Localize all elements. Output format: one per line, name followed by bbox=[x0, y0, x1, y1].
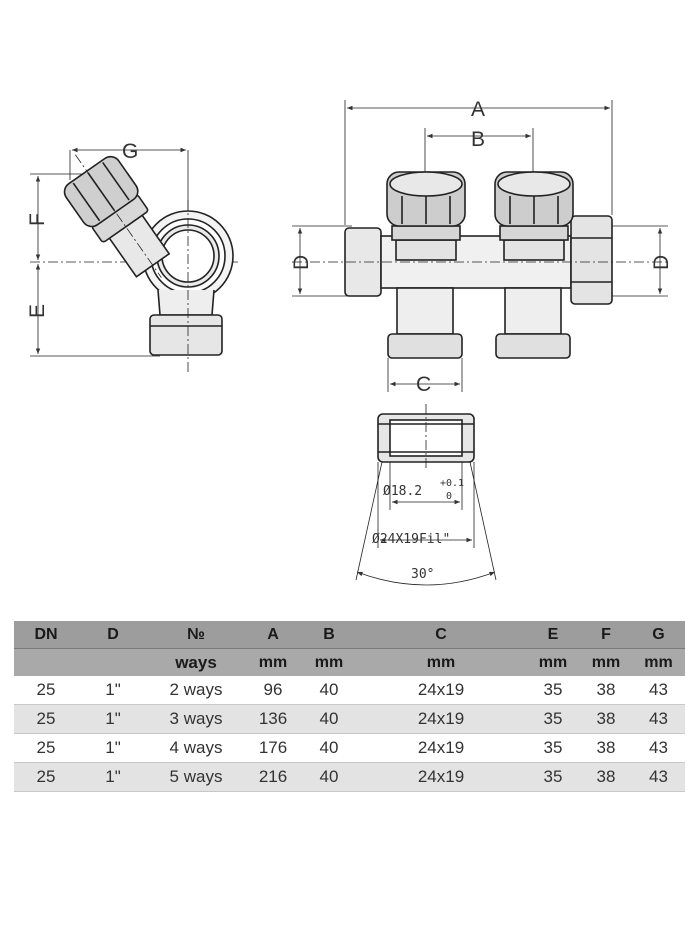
cell-g: 43 bbox=[632, 762, 685, 792]
cell-a: 176 bbox=[244, 733, 302, 763]
cell-ways: 4 ways bbox=[148, 733, 244, 763]
cell-g: 43 bbox=[632, 704, 685, 734]
angle-dimension: 30° bbox=[411, 567, 434, 582]
header-e: E bbox=[526, 621, 580, 649]
dim-label-e: E bbox=[26, 304, 49, 318]
table-header-row: DN D № A B C E F G bbox=[14, 621, 685, 649]
cell-dn: 25 bbox=[14, 762, 78, 792]
cell-g: 43 bbox=[632, 676, 685, 705]
cell-c: 24x19 bbox=[356, 676, 526, 705]
header-c: C bbox=[356, 621, 526, 649]
header-b: B bbox=[302, 621, 356, 649]
dim-label-b: B bbox=[471, 128, 485, 151]
bore-dimension: Ø18.2 bbox=[383, 484, 422, 499]
header-a: A bbox=[244, 621, 302, 649]
dim-label-a: A bbox=[471, 98, 485, 121]
header-dn: DN bbox=[14, 621, 78, 649]
cell-c: 24x19 bbox=[356, 704, 526, 734]
cell-f: 38 bbox=[580, 676, 632, 705]
cell-a: 216 bbox=[244, 762, 302, 792]
table-unit-row: ways mm mm mm mm mm mm bbox=[14, 648, 685, 676]
dim-label-d-left: D bbox=[290, 255, 313, 270]
cell-f: 38 bbox=[580, 733, 632, 763]
header-g: G bbox=[632, 621, 685, 649]
cell-dn: 25 bbox=[14, 676, 78, 705]
cell-e: 35 bbox=[526, 733, 580, 763]
cell-e: 35 bbox=[526, 676, 580, 705]
cell-dn: 25 bbox=[14, 704, 78, 734]
cell-dn: 25 bbox=[14, 733, 78, 763]
cell-b: 40 bbox=[302, 704, 356, 734]
table-row: 25 1" 3 ways 136 40 24x19 35 38 43 bbox=[14, 704, 685, 734]
unit-e: mm bbox=[526, 648, 580, 676]
spec-table: DN D № A B C E F G ways mm mm mm mm mm m… bbox=[14, 621, 685, 792]
unit-dn bbox=[14, 648, 78, 676]
cell-b: 40 bbox=[302, 676, 356, 705]
header-number: № bbox=[148, 621, 244, 649]
unit-a: mm bbox=[244, 648, 302, 676]
front-view bbox=[292, 100, 668, 392]
cell-ways: 3 ways bbox=[148, 704, 244, 734]
dim-label-d-right: D bbox=[650, 255, 673, 270]
table-row: 25 1" 5 ways 216 40 24x19 35 38 43 bbox=[14, 762, 685, 792]
table-row: 25 1" 4 ways 176 40 24x19 35 38 43 bbox=[14, 733, 685, 763]
cell-d: 1" bbox=[78, 762, 148, 792]
cell-b: 40 bbox=[302, 733, 356, 763]
cell-d: 1" bbox=[78, 733, 148, 763]
cell-c: 24x19 bbox=[356, 762, 526, 792]
cell-c: 24x19 bbox=[356, 733, 526, 763]
header-f: F bbox=[580, 621, 632, 649]
fitting-section bbox=[355, 404, 497, 586]
thread-dimension: Ø24X19Fil" bbox=[372, 532, 450, 547]
cell-f: 38 bbox=[580, 704, 632, 734]
table-row: 25 1" 2 ways 96 40 24x19 35 38 43 bbox=[14, 676, 685, 705]
header-d: D bbox=[78, 621, 148, 649]
dim-label-c: C bbox=[416, 373, 431, 396]
cell-e: 35 bbox=[526, 704, 580, 734]
cell-d: 1" bbox=[78, 676, 148, 705]
cell-b: 40 bbox=[302, 762, 356, 792]
bore-tolerance-lower: 0 bbox=[446, 491, 452, 502]
unit-ways: ways bbox=[148, 648, 244, 676]
unit-f: mm bbox=[580, 648, 632, 676]
unit-b: mm bbox=[302, 648, 356, 676]
cell-a: 96 bbox=[244, 676, 302, 705]
side-view bbox=[30, 147, 240, 372]
cell-a: 136 bbox=[244, 704, 302, 734]
cell-e: 35 bbox=[526, 762, 580, 792]
unit-d bbox=[78, 648, 148, 676]
technical-drawing: G F E bbox=[26, 98, 673, 586]
dim-label-g: G bbox=[122, 140, 138, 163]
dim-label-f: F bbox=[26, 213, 49, 226]
unit-g: mm bbox=[632, 648, 685, 676]
bore-tolerance-upper: +0.1 bbox=[440, 478, 464, 489]
cell-ways: 2 ways bbox=[148, 676, 244, 705]
cell-f: 38 bbox=[580, 762, 632, 792]
unit-c: mm bbox=[356, 648, 526, 676]
cell-d: 1" bbox=[78, 704, 148, 734]
cell-ways: 5 ways bbox=[148, 762, 244, 792]
cell-g: 43 bbox=[632, 733, 685, 763]
